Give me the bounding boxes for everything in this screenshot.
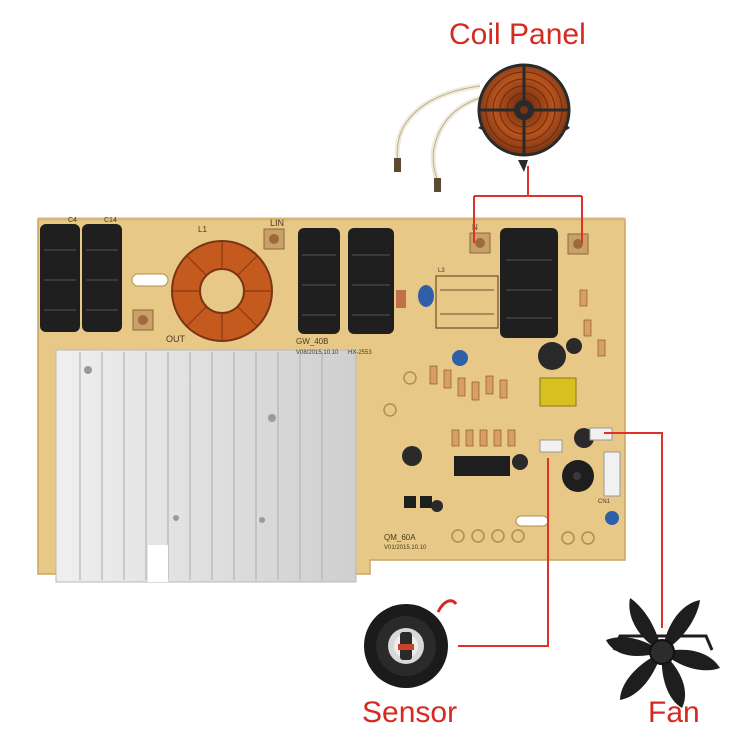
heatsink-icon — [55, 349, 357, 583]
board-slot — [131, 273, 169, 287]
l3-outline — [435, 275, 499, 329]
cn1-label: CN1 — [598, 499, 611, 505]
lin-label: LIN — [270, 218, 284, 228]
hx-label: HX-2553 — [348, 350, 372, 356]
sensor-label: Sensor — [362, 696, 458, 729]
large-capacitor-right — [500, 228, 558, 338]
coil-panel-label: Coil Panel — [449, 18, 586, 51]
c14-label: C14 — [104, 217, 117, 224]
coil-panel-icon — [394, 63, 571, 192]
model-bottom-label: QM_60A — [384, 533, 416, 542]
toroid-inductor-icon — [171, 240, 273, 342]
model-top-label: GW_40B — [296, 337, 328, 346]
cooling-fan-icon — [606, 598, 720, 708]
temperature-sensor-icon — [364, 599, 458, 688]
fan-label: Fan — [648, 696, 700, 729]
resonant-capacitors — [298, 228, 394, 334]
l3-label: L3 — [438, 268, 445, 274]
out-label: OUT — [166, 334, 186, 344]
date-bottom-label: V01/2015.10.10 — [384, 545, 427, 551]
date-top-label: V08/2015.10.10 — [296, 350, 339, 356]
l1-label: L1 — [198, 225, 207, 234]
connection-wires — [458, 166, 663, 647]
filter-capacitors — [40, 224, 122, 332]
c4-label: C4 — [68, 217, 77, 224]
